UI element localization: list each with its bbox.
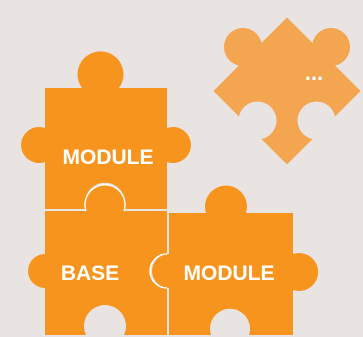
puzzle-piece-extra-shape — [213, 17, 361, 165]
piece-label-base: BASE — [61, 262, 119, 285]
puzzle-piece-base — [28, 184, 167, 335]
puzzle-piece-module-top — [21, 51, 191, 209]
piece-label-extra: ... — [305, 60, 323, 85]
knob-outline — [149, 253, 168, 289]
piece-label-module-top: MODULE — [63, 146, 154, 169]
puzzle-piece-module-bottom — [152, 185, 319, 335]
knob-outline-top — [84, 184, 126, 212]
puzzle-piece-extra — [213, 17, 361, 165]
piece-label-module-bottom: MODULE — [184, 262, 275, 285]
